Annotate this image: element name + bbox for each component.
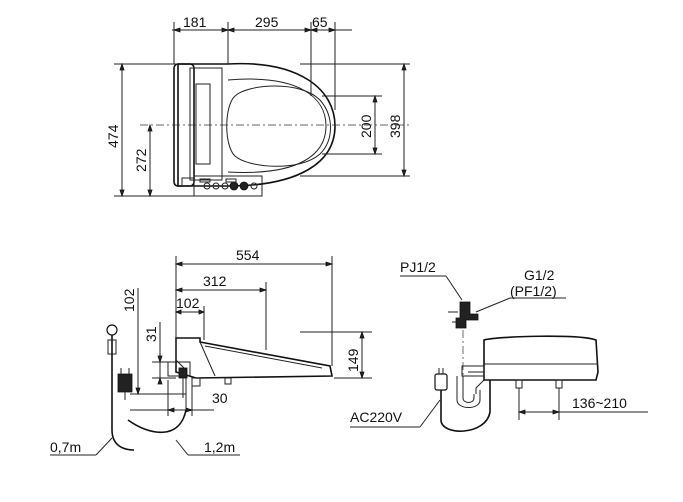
dim-102-vertical: 102 xyxy=(121,288,137,312)
rear-view: PJ1/2 G1/2 (PF1/2) AC220V 136~210 xyxy=(350,259,648,432)
dim-181: 181 xyxy=(183,14,207,30)
dim-295: 295 xyxy=(255,14,279,30)
label-ac: AC220V xyxy=(350,409,403,425)
side-view: 554 312 102 102 31 149 30 xyxy=(50,247,372,456)
dim-398: 398 xyxy=(387,114,403,138)
dim-474: 474 xyxy=(105,124,121,148)
dim-136-210: 136~210 xyxy=(572,395,627,411)
dim-31: 31 xyxy=(143,326,159,342)
label-pj: PJ1/2 xyxy=(400,259,436,275)
dim-149: 149 xyxy=(345,348,361,372)
dim-272: 272 xyxy=(133,148,149,172)
dim-65: 65 xyxy=(312,14,328,30)
label-pf: (PF1/2) xyxy=(510,283,557,299)
dim-554: 554 xyxy=(236,247,260,263)
dim-102-horizontal: 102 xyxy=(176,295,200,311)
cord-length-1-2m: 1,2m xyxy=(204,439,235,455)
dim-30: 30 xyxy=(212,390,228,406)
top-view: 181 295 65 474 272 200 398 xyxy=(105,14,410,198)
label-g: G1/2 xyxy=(524,267,555,283)
dim-200: 200 xyxy=(358,114,374,138)
dim-312: 312 xyxy=(203,273,227,289)
cord-length-0-7m: 0,7m xyxy=(50,439,81,455)
